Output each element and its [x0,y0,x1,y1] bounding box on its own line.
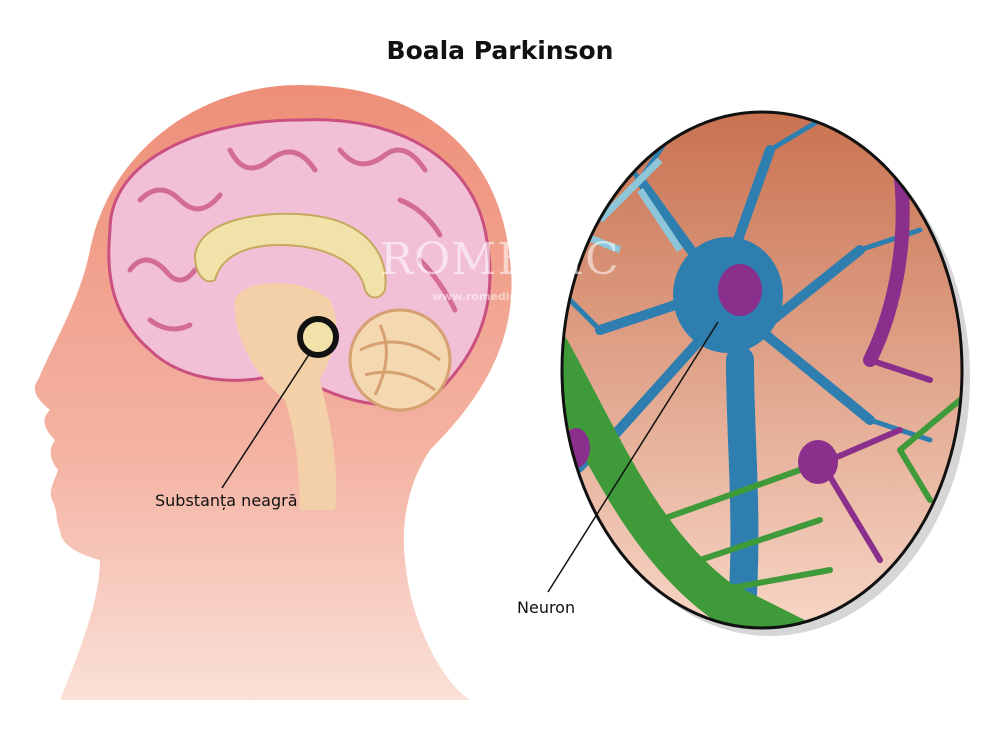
page-title: Boala Parkinson [386,36,614,65]
watermark-brand: ROMEDIC [380,234,620,285]
cerebellum [348,308,452,412]
substantia-nigra-marker [297,316,339,358]
neuron-pointer-line [547,321,719,593]
corpus-callosum [193,212,387,299]
label-neuron: Neuron [517,598,576,617]
watermark-url: www.romedic.ro [432,290,534,303]
brain-folds [127,147,458,332]
label-substantia-nigra: Substanța neagră [155,491,298,510]
closeup-frame [560,110,964,630]
substantia-pointer-line [221,352,311,489]
neuron-closeup [562,112,962,628]
